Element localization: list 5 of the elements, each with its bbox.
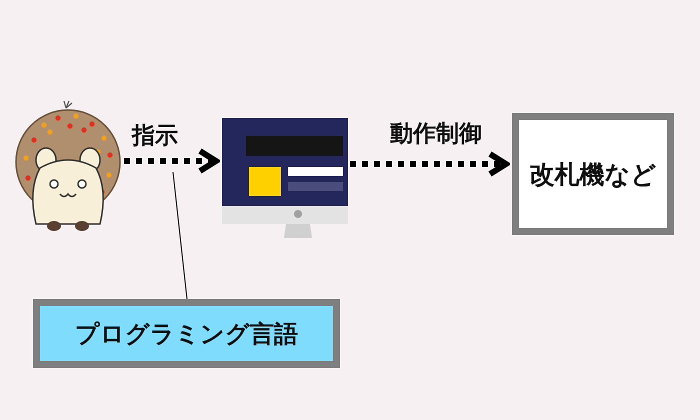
text-box: 改札機など — [512, 113, 674, 235]
dotted-arrow — [350, 151, 509, 177]
leader-line — [172, 172, 188, 300]
text-box: プログラミング言語 — [33, 299, 340, 368]
dotted-arrow — [124, 148, 219, 174]
